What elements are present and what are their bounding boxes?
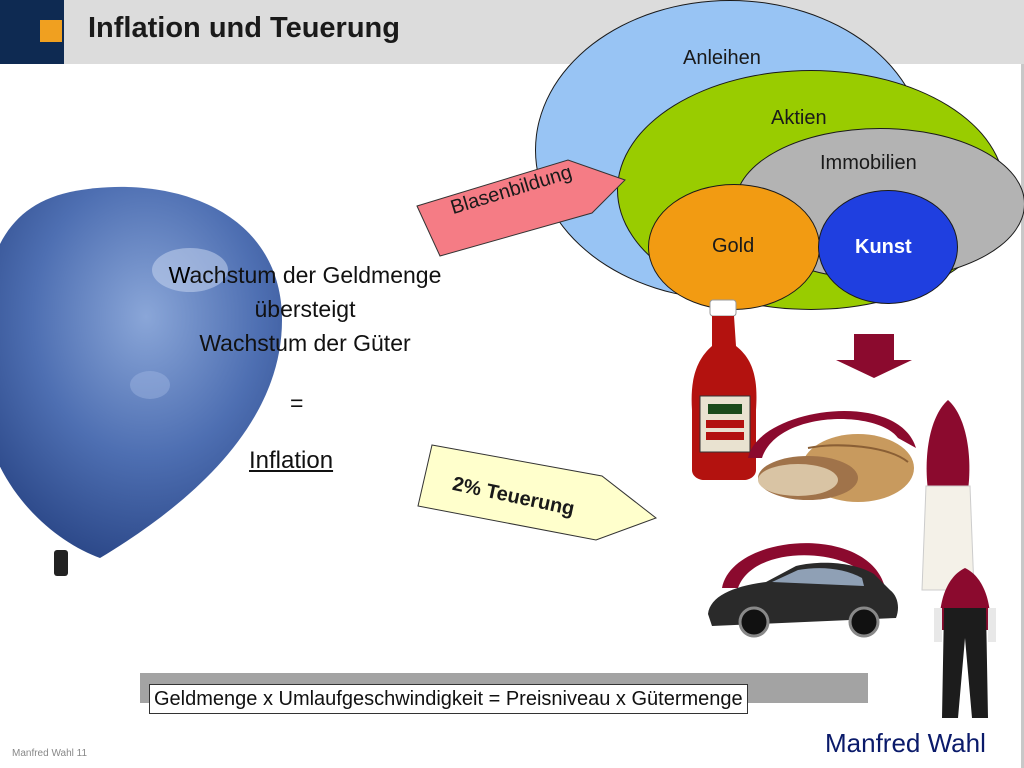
car-image [708, 543, 898, 638]
definition-line-1: Wachstum der Geldmenge [120, 258, 490, 292]
quantity-equation: Geldmenge x Umlaufgeschwindigkeit = Prei… [149, 684, 748, 714]
inflation-definition: Wachstum der Geldmenge übersteigt Wachst… [120, 258, 490, 360]
bubble-kunst [818, 190, 958, 304]
definition-line-3: Wachstum der Güter [199, 330, 411, 356]
teuerung-label: 2% Teuerung [450, 473, 577, 521]
balloon-image [0, 186, 282, 576]
definition-line-1-rest: achstum der Geldmenge [189, 262, 442, 288]
definition-line-1-initial: W [168, 262, 190, 288]
bread-image [748, 410, 916, 502]
trousers-image [934, 568, 996, 718]
down-arrow-icon [836, 334, 912, 378]
equals-sign: = [290, 390, 304, 416]
label-gold: Gold [712, 235, 755, 257]
right-edge-rule [1021, 64, 1024, 768]
definition-line-2: übersteigt [254, 296, 356, 322]
ketchup-bottle-image [691, 299, 757, 480]
footer-page-label: Manfred Wahl 11 [12, 748, 88, 759]
label-anleihen: Anleihen [683, 47, 761, 69]
inflation-word: Inflation [249, 447, 334, 474]
slide-title: Inflation und Teuerung [88, 12, 400, 44]
label-kunst: Kunst [855, 236, 912, 258]
brand-name: Manfred Wahl [825, 728, 986, 758]
label-immobilien: Immobilien [820, 152, 917, 174]
milk-glass-image [921, 400, 975, 591]
logo-orange-square [40, 20, 62, 42]
label-aktien: Aktien [771, 107, 827, 129]
